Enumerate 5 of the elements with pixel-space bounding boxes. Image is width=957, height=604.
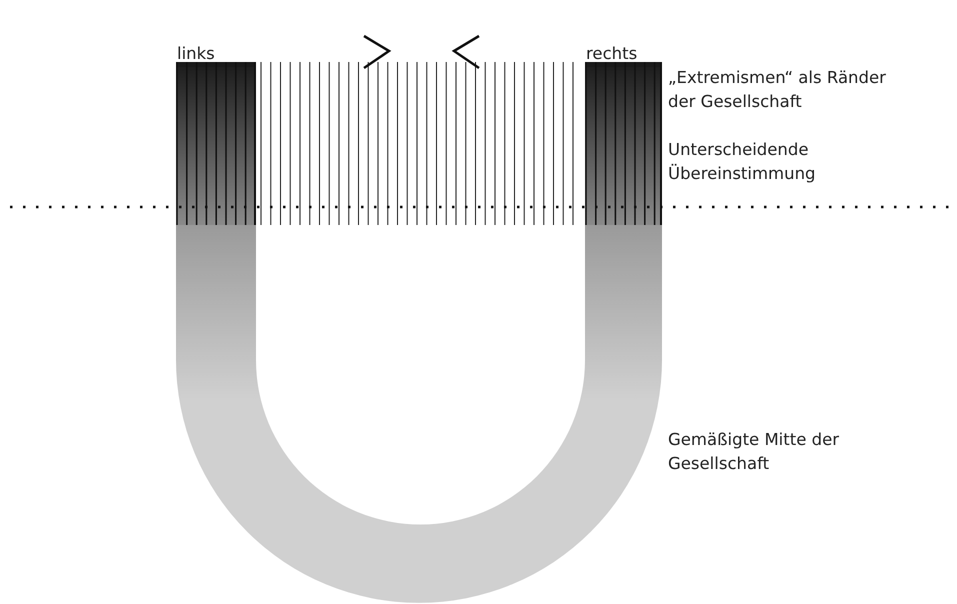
side-label: links [177, 43, 216, 65]
annotation-text: Gemäßigte Mitte der Gesellschaft [668, 429, 840, 475]
annotation-text: Unterscheidende Übereinstimmung [668, 139, 817, 185]
side-label: rechts [586, 43, 638, 65]
annotation-text: „Extremismen“ als Ränder der Gesellschaft [668, 67, 887, 113]
